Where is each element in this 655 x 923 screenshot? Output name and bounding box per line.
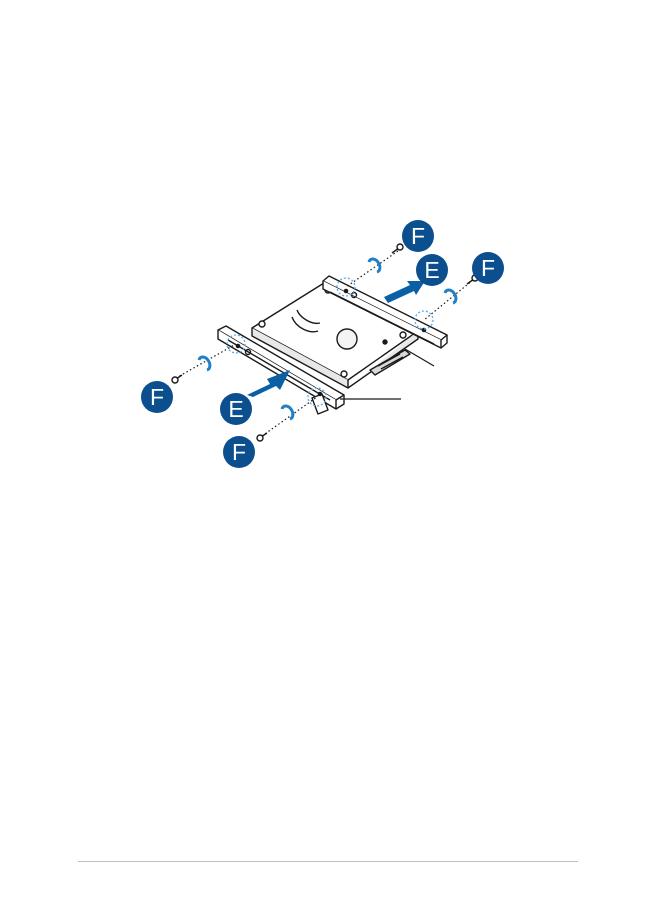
- badge-f: F: [141, 381, 173, 413]
- rotation-arrow-icon: [197, 257, 458, 421]
- badge-e-label: E: [424, 257, 439, 283]
- badge-f-label: F: [411, 223, 425, 249]
- screw-icon: [256, 432, 268, 442]
- badge-f: F: [472, 252, 504, 284]
- badge-f-label: F: [150, 384, 164, 410]
- hdd-icon: [251, 282, 419, 389]
- screw-icon: [391, 243, 404, 254]
- badge-f-label: F: [232, 439, 246, 465]
- screw-paths: [175, 250, 474, 437]
- badge-e: E: [416, 254, 448, 286]
- footer-rule: [78, 861, 578, 862]
- badge-f: F: [402, 220, 434, 252]
- badge-f-label: F: [481, 255, 495, 281]
- leader-lines: [340, 348, 435, 400]
- badge-e: E: [220, 393, 252, 425]
- screw-hole-guides: [226, 277, 434, 407]
- screw-icon: [171, 374, 183, 384]
- insert-arrow-icon: [384, 281, 425, 303]
- badge-f: F: [223, 436, 255, 468]
- insert-arrow-icon: [247, 370, 290, 397]
- badge-e-label: E: [228, 396, 243, 422]
- bracket-icon: [217, 325, 345, 415]
